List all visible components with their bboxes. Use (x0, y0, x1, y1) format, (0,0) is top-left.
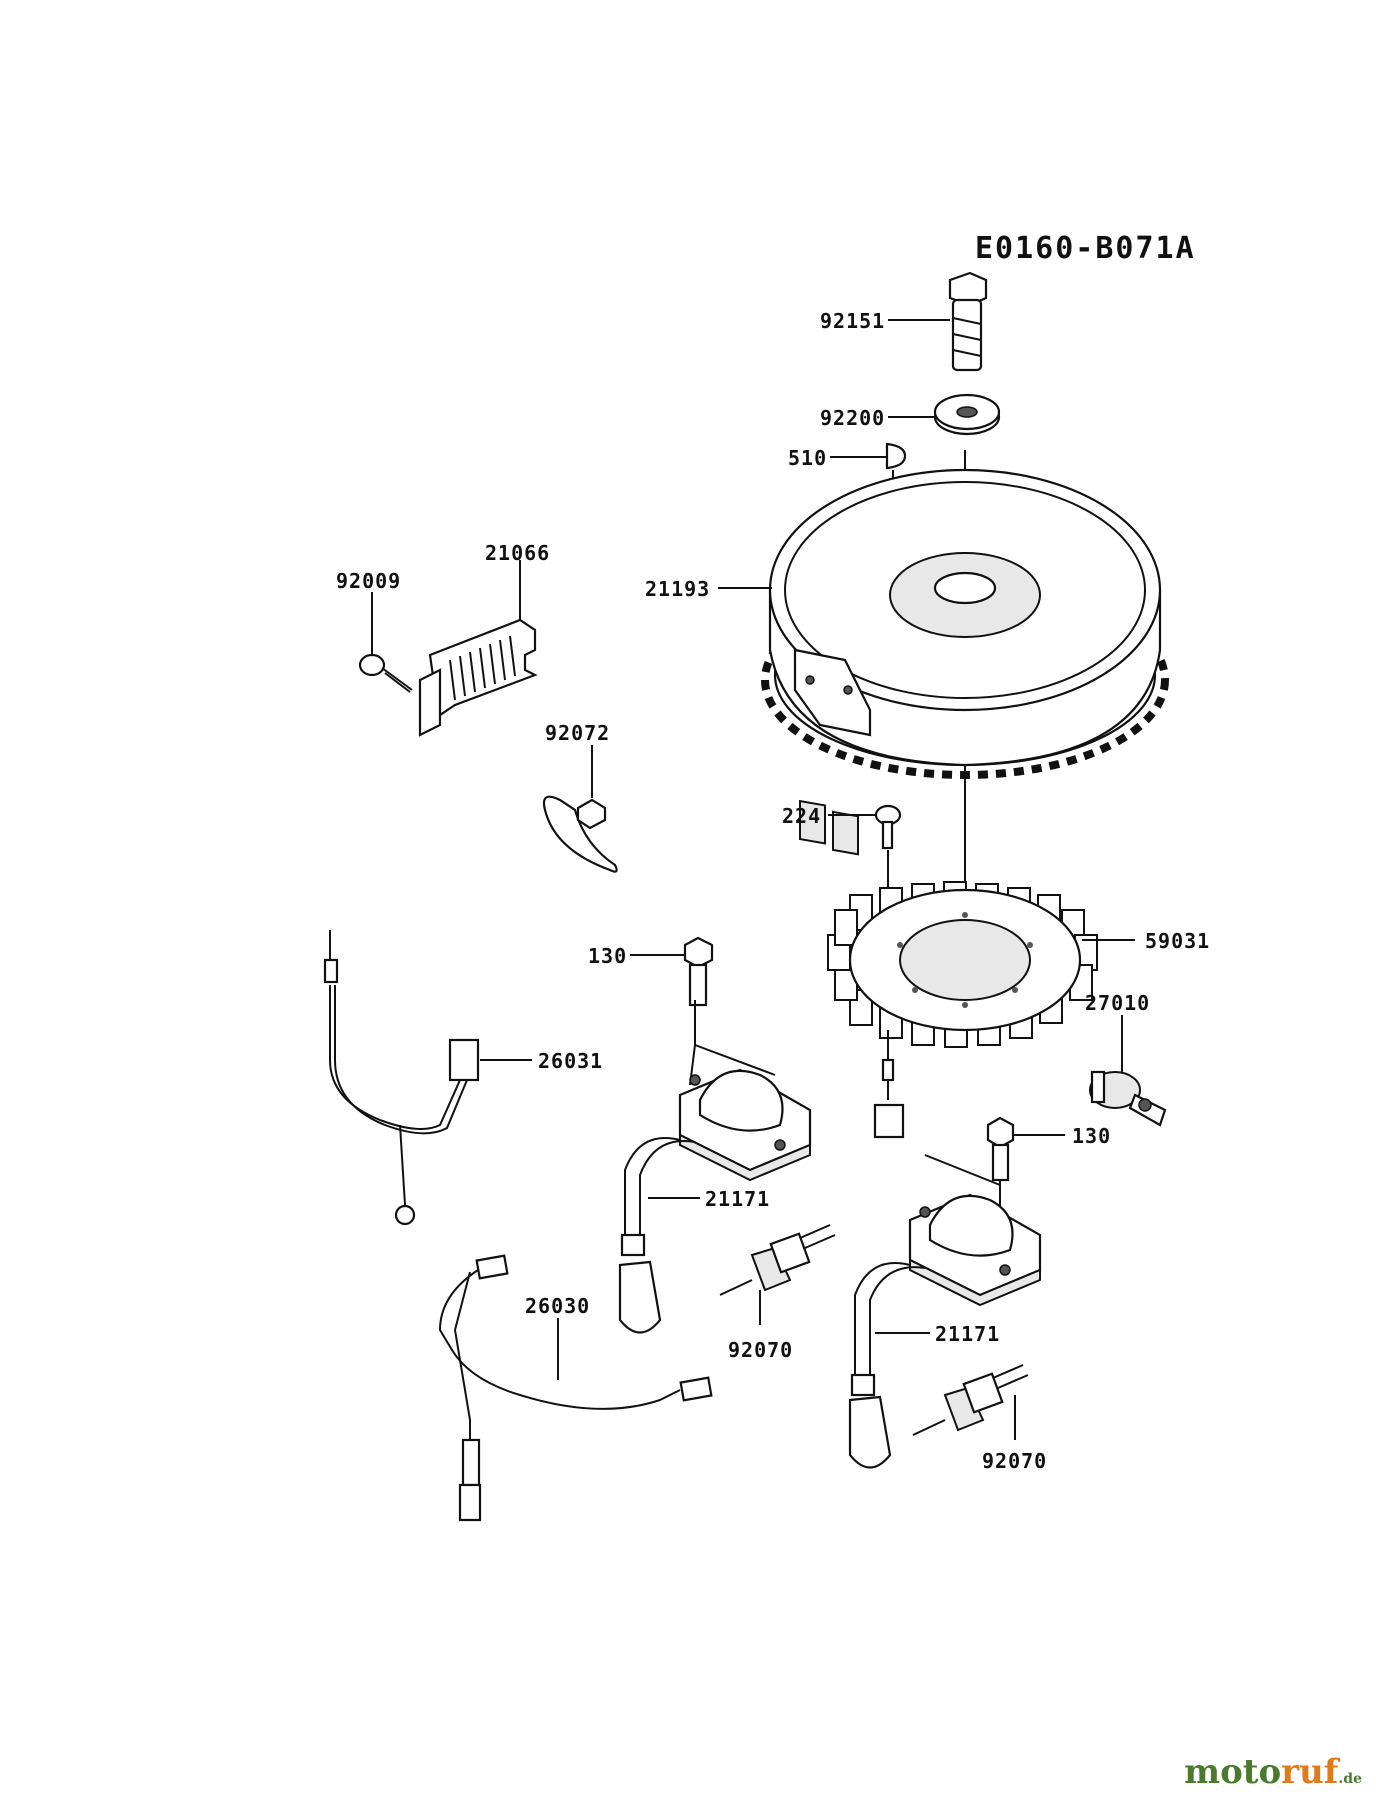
bolt-92151[interactable] (948, 271, 988, 372)
key-510[interactable] (885, 442, 907, 470)
regulator-21066[interactable] (418, 618, 538, 737)
bolt-130-left[interactable] (683, 936, 714, 1007)
label-92072: 92072 (545, 721, 610, 745)
stator-59031[interactable] (827, 881, 1098, 1139)
label-59031: 59031 (1145, 929, 1210, 953)
label-26031: 26031 (538, 1049, 603, 1073)
label-92070-right: 92070 (982, 1449, 1047, 1473)
label-92151: 92151 (820, 309, 885, 333)
ignition-coil-right-21171[interactable] (848, 1193, 1042, 1469)
bolt-130-right[interactable] (986, 1116, 1015, 1182)
harness-26030[interactable] (438, 1254, 713, 1522)
watermark-main: moto (1184, 1752, 1282, 1792)
label-21066: 21066 (485, 541, 550, 565)
label-26030: 26030 (525, 1294, 590, 1318)
flywheel-magnet (793, 648, 872, 856)
label-92200: 92200 (820, 406, 885, 430)
watermark-logo: motoruf.de (1184, 1752, 1362, 1792)
label-92070-left: 92070 (728, 1338, 793, 1362)
label-27010: 27010 (1085, 991, 1150, 1015)
ignition-coil-left-21171[interactable] (618, 1068, 812, 1334)
watermark-accent: ruf (1281, 1752, 1339, 1792)
harness-26031[interactable] (323, 930, 480, 1226)
oil-sensor-27010[interactable] (1089, 1070, 1167, 1127)
label-21193: 21193 (645, 577, 710, 601)
label-510: 510 (788, 446, 827, 470)
clamp-92072[interactable] (542, 795, 618, 873)
spark-plug-right-92070[interactable] (912, 1364, 1029, 1436)
diagram-code: E0160-B071A (975, 231, 1196, 266)
label-92009: 92009 (336, 569, 401, 593)
flywheel-21193[interactable] (761, 468, 1169, 856)
label-21171-right: 21171 (935, 1322, 1000, 1346)
label-21171-left: 21171 (705, 1187, 770, 1211)
screw-224[interactable] (874, 804, 902, 850)
label-224: 224 (782, 804, 821, 828)
washer-92200[interactable] (933, 393, 1001, 436)
watermark-suffix: .de (1338, 1771, 1362, 1787)
spark-plug-left-92070[interactable] (719, 1224, 836, 1296)
label-130-left: 130 (588, 944, 627, 968)
screw-92009[interactable] (358, 653, 413, 693)
label-130-right: 130 (1072, 1124, 1111, 1148)
